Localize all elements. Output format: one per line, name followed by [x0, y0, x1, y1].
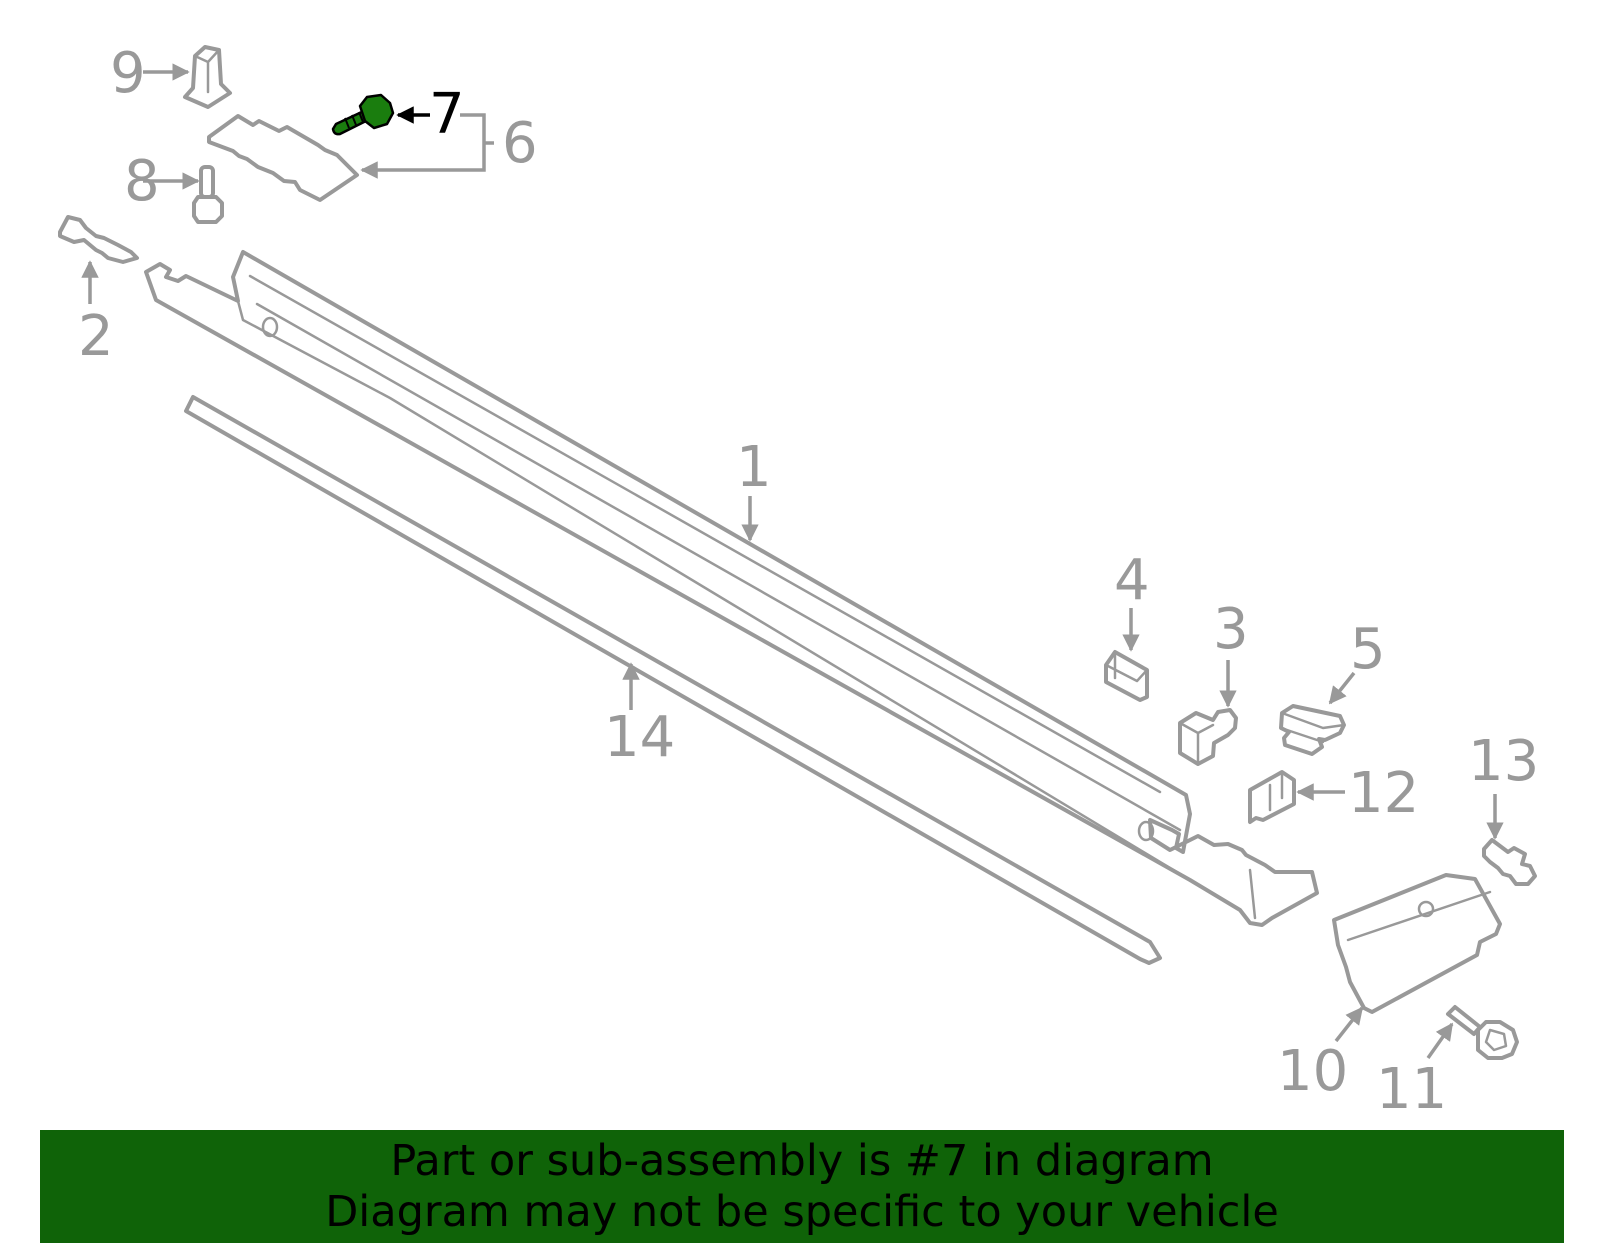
pushpin-part-2 [58, 215, 139, 264]
bolt-part-11 [1446, 1005, 1519, 1060]
callout-12: 12 [1348, 761, 1419, 826]
callout-10: 10 [1277, 1039, 1348, 1104]
clip-part-4 [1104, 650, 1149, 702]
end-cap-part-10 [1332, 873, 1502, 1014]
clip-part-12 [1248, 770, 1296, 824]
bolt-part-7 [331, 93, 395, 136]
banner-line-2: Diagram may not be specific to your vehi… [325, 1187, 1279, 1237]
callout-4: 4 [1114, 548, 1150, 613]
info-banner: Part or sub-assembly is #7 in diagram Di… [40, 1130, 1564, 1243]
callout-3: 3 [1213, 597, 1249, 662]
callout-5: 5 [1350, 617, 1386, 682]
screw-part-13 [1482, 838, 1537, 886]
plate-part-6 [207, 114, 359, 202]
clip-part-5 [1279, 704, 1346, 756]
callout-9: 9 [110, 41, 146, 106]
lower-strip-part-14 [184, 395, 1162, 965]
stud-part-8 [192, 165, 224, 224]
callout-6: 6 [502, 111, 538, 176]
callout-1: 1 [736, 435, 772, 500]
callout-labels: 9 7 6 8 2 1 4 3 5 14 13 12 10 11 [78, 41, 1539, 1122]
rocker-moulding-part-1 [144, 250, 1319, 927]
banner-line-1: Part or sub-assembly is #7 in diagram [390, 1136, 1214, 1186]
callout-8: 8 [124, 149, 160, 214]
clip-part-9 [183, 45, 232, 109]
leader-lines [81, 63, 1504, 1060]
callout-2: 2 [78, 304, 114, 369]
callout-7: 7 [429, 82, 465, 147]
callout-13: 13 [1468, 729, 1539, 794]
callout-14: 14 [604, 705, 675, 770]
callout-11: 11 [1376, 1057, 1447, 1122]
fastener-part-3 [1178, 708, 1238, 766]
